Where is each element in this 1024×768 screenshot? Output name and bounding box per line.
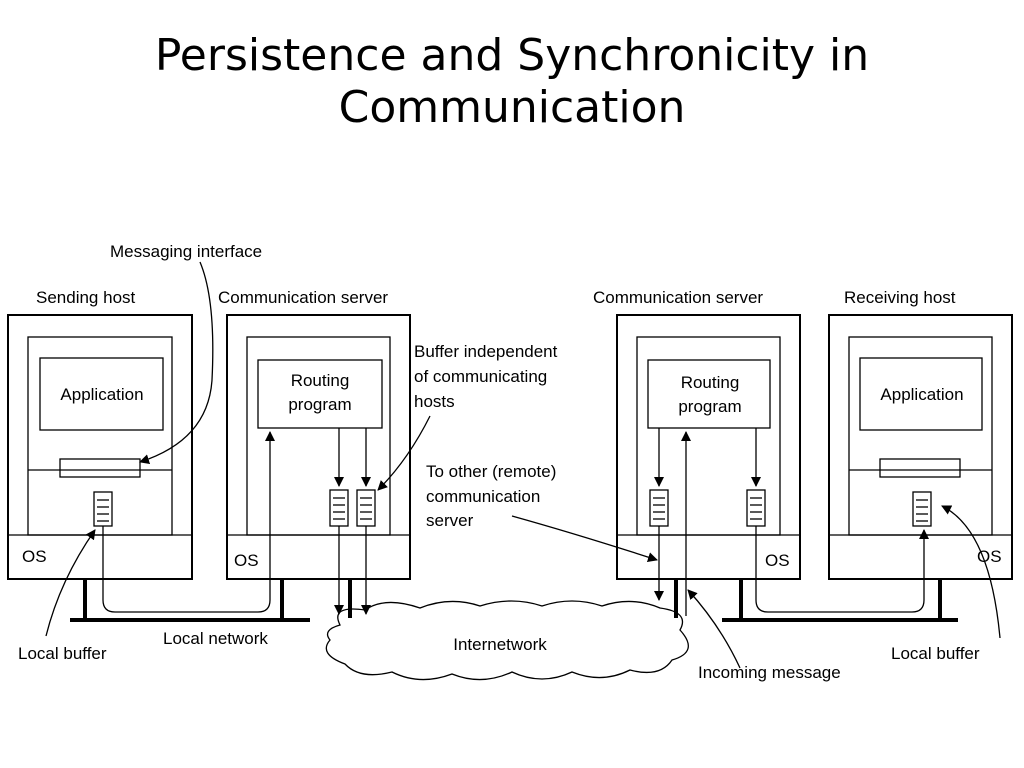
server-net-links [348,579,678,618]
local-network-left [70,579,310,622]
messaging-interface-label: Messaging interface [110,242,262,261]
to-other-line2: communication [426,487,540,506]
buffer-independent-line3: hosts [414,392,455,411]
routing-right-line2: program [678,397,741,416]
buffer-independent-line1: Buffer independent [414,342,558,361]
sending-host-label: Sending host [36,288,136,307]
flow-arrows [102,428,929,616]
local-buffer-left-label: Local buffer [18,644,107,663]
sending-host [7,314,193,580]
callout-lines [45,261,1001,669]
os-label-3: OS [765,551,790,570]
routing-left-line2: program [288,395,351,414]
os-label-1: OS [22,547,47,566]
local-network-label: Local network [163,629,268,648]
incoming-message-label: Incoming message [698,663,841,682]
to-other-line3: server [426,511,474,530]
local-network-right [722,579,958,622]
routing-left-line1: Routing [291,371,350,390]
messaging-interface-bar [59,458,141,478]
routing-program-box-right [647,359,771,429]
receiving-host [828,314,1013,580]
os-label-4: OS [977,547,1002,566]
application-left-label: Application [60,385,143,404]
title-line-1: Persistence and Synchronicity in [154,30,870,81]
messaging-interface-bar-right [879,458,961,478]
buffer-icon-server-left-1 [329,489,349,527]
to-other-line1: To other (remote) [426,462,556,481]
title-line-2: Communication [338,82,686,133]
application-box-left [39,357,164,431]
comm-server-left [226,314,411,580]
application-box-right [859,357,983,431]
local-buffer-icon-right [912,491,932,527]
internetwork-cloud [325,600,689,681]
buffer-independent-line2: of communicating [414,367,547,386]
slide-title: Persistence and Synchronicity in Communi… [0,30,1024,134]
comm-server-right-label: Communication server [593,288,763,307]
comm-server-left-label: Communication server [218,288,388,307]
receiving-host-label: Receiving host [844,288,956,307]
internetwork-label: Internetwork [453,635,547,654]
comm-server-right [616,314,801,580]
routing-right-line1: Routing [681,373,740,392]
local-buffer-right-label: Local buffer [891,644,980,663]
application-right-label: Application [880,385,963,404]
os-label-2: OS [234,551,259,570]
routing-program-box-left [257,359,383,429]
